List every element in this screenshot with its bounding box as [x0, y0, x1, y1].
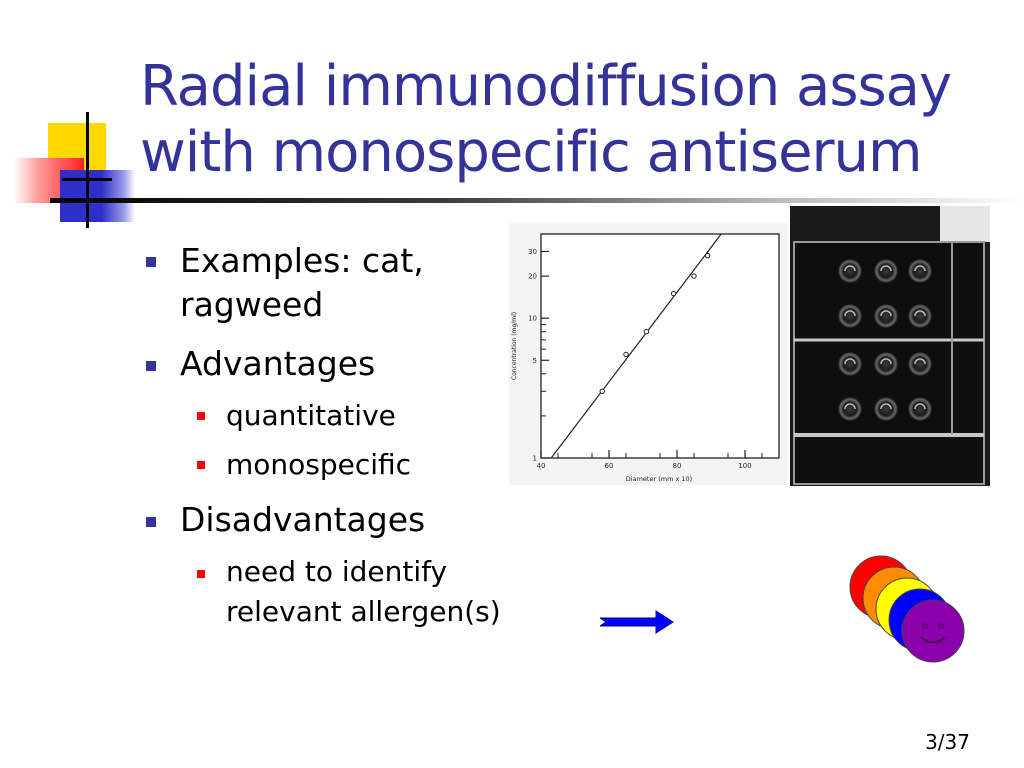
- bullet-advantages: Advantages: [180, 344, 376, 383]
- well-ring: [844, 310, 856, 317]
- slide-title: Radial immunodiffusion assay with monosp…: [140, 54, 1000, 186]
- immunodiffusion-well: [874, 352, 898, 376]
- sub-bullet-marker: [197, 570, 205, 578]
- sub-bullet-quantitative: quantitative: [226, 399, 396, 432]
- immunodiffusion-well: [838, 304, 862, 328]
- immunodiffusion-well: [838, 259, 862, 283]
- graph-frame: [540, 233, 780, 459]
- well-ring: [914, 403, 926, 410]
- arrow-shape: [600, 610, 674, 634]
- y-tick-label: 1: [533, 455, 537, 463]
- x-tick-label: 40: [537, 462, 546, 470]
- x-tick-label: 100: [738, 462, 751, 470]
- x-tick-label: 60: [605, 462, 614, 470]
- smiley-faces-stack: [849, 555, 965, 663]
- sub-bullet-marker: [197, 412, 205, 420]
- agar-plate-photo: [790, 206, 990, 486]
- decor-vertical-line: [86, 112, 89, 228]
- data-point: [599, 388, 605, 394]
- title-underline: [50, 198, 1024, 203]
- x-axis-label: Diameter (mm x 10): [626, 475, 692, 483]
- bullet-marker: [146, 517, 156, 527]
- title-line-2: with monospecific antiserum: [140, 120, 923, 185]
- well-ring: [914, 310, 926, 317]
- y-tick-label: 10: [528, 315, 537, 323]
- immunodiffusion-well: [908, 397, 932, 421]
- immunodiffusion-well: [838, 352, 862, 376]
- decor-horizontal-line: [62, 178, 112, 181]
- purple-smiley-face: [901, 599, 965, 663]
- y-tick-label: 20: [528, 273, 537, 281]
- y-axis-label: Concentration (mg/ml): [511, 312, 518, 380]
- well-ring: [880, 310, 892, 317]
- bullet-examples-line-2: ragweed: [180, 285, 324, 324]
- data-point: [704, 252, 711, 259]
- data-point: [670, 290, 677, 297]
- data-point: [623, 351, 629, 358]
- immunodiffusion-well: [874, 304, 898, 328]
- y-tick-label: 30: [528, 248, 537, 256]
- immunodiffusion-well: [874, 259, 898, 283]
- title-line-1: Radial immunodiffusion assay: [140, 54, 952, 119]
- bullet-marker: [146, 257, 156, 267]
- immunodiffusion-well: [908, 352, 932, 376]
- bullet-examples-line-1: Examples: cat,: [180, 241, 424, 280]
- sub-bullet-identify-line-1: need to identify: [226, 555, 448, 588]
- well-ring: [844, 358, 856, 365]
- y-tick-label: 5: [533, 357, 537, 365]
- sub-bullet-marker: [197, 461, 205, 469]
- sub-bullet-identify-line-2: relevant allergen(s): [226, 595, 501, 628]
- x-tick-label: 80: [673, 462, 682, 470]
- right-arrow: [600, 610, 674, 634]
- well-ring: [914, 265, 926, 272]
- data-point: [643, 329, 650, 335]
- fit-line: [550, 233, 722, 459]
- plate-wells: [838, 259, 932, 421]
- bullet-disadvantages: Disadvantages: [180, 500, 426, 539]
- sub-bullet-monospecific: monospecific: [226, 448, 412, 481]
- well-ring: [880, 265, 892, 272]
- data-point: [691, 273, 697, 279]
- data-points: [599, 252, 711, 394]
- immunodiffusion-well: [838, 397, 862, 421]
- bullet-marker: [146, 361, 156, 371]
- immunodiffusion-well: [908, 259, 932, 283]
- page-number: 3/37: [925, 730, 970, 754]
- well-ring: [880, 403, 892, 410]
- well-ring: [844, 265, 856, 272]
- immunodiffusion-well: [908, 304, 932, 328]
- well-ring: [844, 403, 856, 410]
- photo-corner: [940, 206, 990, 242]
- y-ticks: 1 5 10 20 30: [528, 248, 549, 463]
- well-ring: [880, 358, 892, 365]
- calibration-graph-image: 40 60 80 100 1 5 10 20 30 Diameter (mm x 10) Co…: [509, 223, 787, 485]
- immunodiffusion-well: [874, 397, 898, 421]
- x-ticks: 40 60 80 100: [537, 450, 763, 470]
- well-ring: [914, 358, 926, 365]
